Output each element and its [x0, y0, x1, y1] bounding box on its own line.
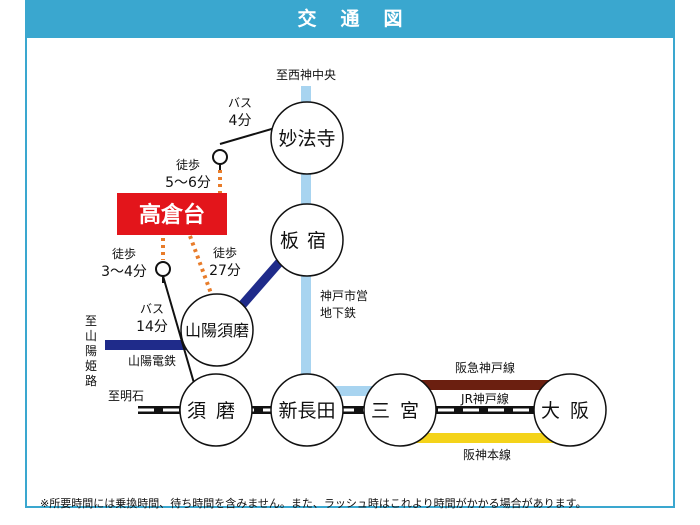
- line-label-hanshin: 阪神本線: [463, 447, 511, 462]
- svg-text:3〜4分: 3〜4分: [101, 264, 147, 280]
- svg-text:板宿: 板宿: [280, 230, 334, 252]
- line-label-sanyo: 山陽電鉄: [128, 353, 176, 368]
- station-suma: 須磨: [179, 373, 253, 447]
- bus-time-suma: バス 14分: [136, 302, 168, 335]
- svg-text:バス: バス: [140, 302, 164, 316]
- direction-akashi: 至明石: [108, 389, 144, 403]
- station-sanyo-suma: 山陽須磨: [180, 293, 254, 367]
- direction-nishikoshinchuo: 至西神中央: [276, 67, 336, 82]
- svg-text:妙法寺: 妙法寺: [278, 128, 335, 150]
- svg-text:三宮: 三宮: [371, 400, 429, 422]
- svg-text:高倉台: 高倉台: [139, 202, 205, 228]
- footnote: ※所要時間には乗換時間、待ち時間を含みません。また、ラッシュ時はこれより時間がか…: [40, 497, 587, 510]
- svg-text:14分: 14分: [136, 319, 168, 335]
- svg-text:4分: 4分: [229, 113, 252, 129]
- svg-text:至: 至: [85, 314, 97, 328]
- title-bar: 交通図: [25, 0, 675, 38]
- svg-text:陽: 陽: [85, 344, 97, 358]
- svg-text:路: 路: [85, 373, 97, 388]
- svg-text:大阪: 大阪: [541, 400, 599, 422]
- bus-stop-icon: [212, 149, 228, 170]
- jr-line: [138, 406, 558, 414]
- line-label-hankyu: 阪急神戸線: [455, 360, 515, 375]
- svg-text:新長田: 新長田: [278, 400, 335, 422]
- svg-text:山陽須磨: 山陽須磨: [185, 321, 249, 340]
- takakuradai-label: 高倉台: [117, 193, 227, 235]
- bus-stop-icon: [155, 261, 171, 283]
- walk-time-right: 徒歩 27分: [209, 245, 241, 279]
- svg-text:徒歩: 徒歩: [112, 246, 136, 261]
- station-osaka: 大阪: [533, 373, 607, 447]
- direction-sanyo-himeji: 至 山 陽 姫 路: [85, 314, 97, 388]
- hankyu-line: [400, 380, 570, 390]
- station-sannomiya: 三宮: [363, 373, 437, 447]
- svg-text:バス: バス: [228, 96, 252, 110]
- svg-text:地下鉄: 地下鉄: [320, 305, 356, 320]
- svg-text:5〜6分: 5〜6分: [165, 175, 211, 191]
- bus-routes: [162, 127, 276, 391]
- line-label-jr: JR神戸線: [460, 391, 509, 406]
- svg-text:徒歩: 徒歩: [176, 157, 200, 172]
- bus-time-myohoji: バス 4分: [228, 96, 252, 129]
- hanshin-line: [400, 433, 570, 443]
- svg-text:山: 山: [85, 329, 97, 343]
- svg-text:27分: 27分: [209, 263, 241, 279]
- station-myohoji: 妙法寺: [270, 101, 344, 175]
- svg-text:姫: 姫: [85, 359, 97, 373]
- station-itayado: 板宿: [270, 203, 344, 277]
- walk-time-top: 徒歩 5〜6分: [165, 157, 211, 191]
- walk-time-left: 徒歩 3〜4分: [101, 246, 147, 280]
- svg-text:須磨: 須磨: [187, 400, 245, 422]
- map-title: 交通図: [297, 8, 427, 30]
- station-shin-nagata: 新長田: [270, 373, 344, 447]
- svg-text:徒歩: 徒歩: [213, 245, 237, 260]
- line-label-subway: 神戸市営 地下鉄: [320, 288, 368, 320]
- svg-text:神戸市営: 神戸市営: [320, 288, 368, 303]
